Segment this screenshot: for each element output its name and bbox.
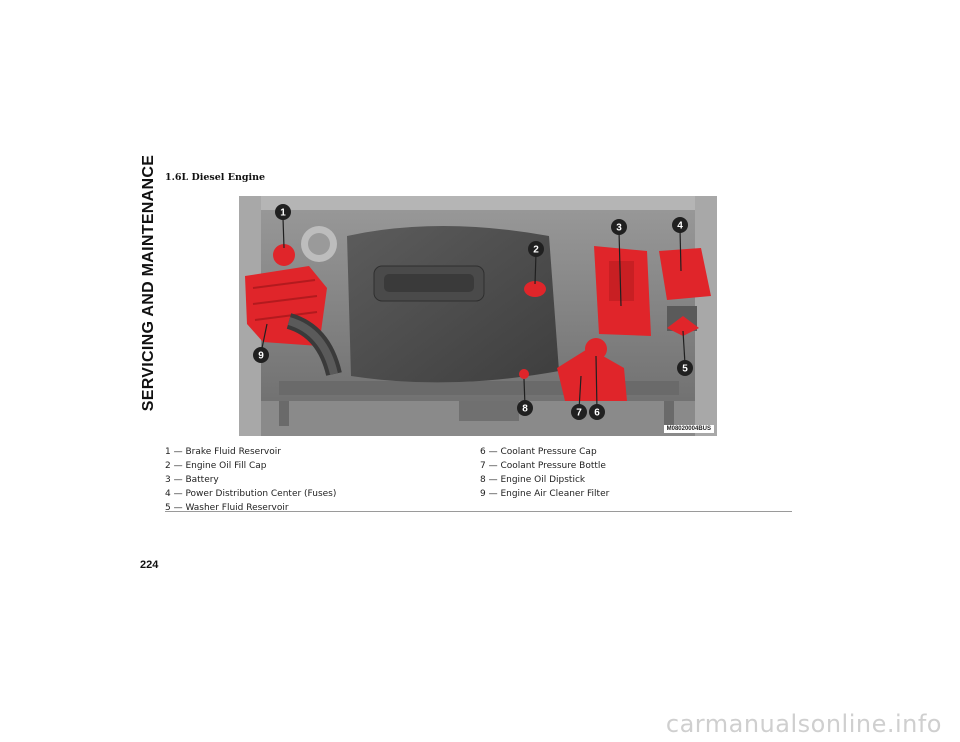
legend-item: 5 — Washer Fluid Reservoir bbox=[165, 503, 289, 513]
coolant-cap-highlight bbox=[585, 338, 607, 360]
callout-7: 7 bbox=[571, 404, 587, 420]
coolant-bottle-highlight bbox=[557, 348, 627, 401]
svg-text:5: 5 bbox=[682, 364, 688, 375]
legend-item: 3 — Battery bbox=[165, 475, 219, 485]
fuse-box-highlight bbox=[659, 248, 711, 300]
legend-column-left: 1 — Brake Fluid Reservoir 2 — Engine Oil… bbox=[165, 445, 480, 515]
callout-9: 9 bbox=[253, 347, 269, 363]
callout-2: 2 bbox=[528, 241, 544, 257]
callout-4: 4 bbox=[672, 217, 688, 233]
svg-text:6: 6 bbox=[594, 408, 600, 419]
engine-compartment-figure: 1 2 3 4 5 6 7 8 bbox=[239, 196, 717, 436]
figure-legend: 1 — Brake Fluid Reservoir 2 — Engine Oil… bbox=[165, 445, 792, 515]
section-title-text: SERVICING AND MAINTENANCE bbox=[140, 154, 157, 412]
svg-text:8: 8 bbox=[522, 404, 528, 415]
svg-text:1: 1 bbox=[280, 208, 286, 219]
callout-5: 5 bbox=[677, 360, 693, 376]
legend-item: 7 — Coolant Pressure Bottle bbox=[480, 461, 606, 471]
legend-column-right: 6 — Coolant Pressure Cap 7 — Coolant Pre… bbox=[480, 445, 792, 515]
legend-item: 4 — Power Distribution Center (Fuses) bbox=[165, 489, 337, 499]
legend-item: 8 — Engine Oil Dipstick bbox=[480, 475, 586, 485]
page-number: 224 bbox=[140, 559, 159, 571]
svg-text:2: 2 bbox=[533, 245, 539, 256]
engine-cover bbox=[347, 226, 559, 383]
callout-6: 6 bbox=[589, 404, 605, 420]
figure-heading: 1.6L Diesel Engine bbox=[165, 172, 266, 183]
figure-code: M08020004BUS bbox=[663, 425, 714, 433]
watermark: carmanualsonline.info bbox=[665, 710, 942, 738]
oil-fill-cap-highlight bbox=[524, 281, 546, 297]
legend-item: 6 — Coolant Pressure Cap bbox=[480, 447, 597, 457]
svg-text:7: 7 bbox=[576, 408, 582, 419]
brake-fluid-reservoir-highlight bbox=[273, 244, 295, 266]
svg-text:4: 4 bbox=[677, 221, 683, 232]
callout-1: 1 bbox=[275, 204, 291, 220]
section-title: SERVICING AND MAINTENANCE bbox=[137, 155, 161, 411]
legend-item: 1 — Brake Fluid Reservoir bbox=[165, 447, 281, 457]
washer-reservoir-highlight bbox=[667, 316, 699, 336]
svg-text:9: 9 bbox=[258, 351, 264, 362]
legend-item: 2 — Engine Oil Fill Cap bbox=[165, 461, 267, 471]
oil-dipstick-highlight bbox=[519, 369, 529, 379]
svg-text:3: 3 bbox=[616, 223, 622, 234]
callout-8: 8 bbox=[517, 400, 533, 416]
callout-3: 3 bbox=[611, 219, 627, 235]
engine-illustration: 1 2 3 4 5 6 7 8 bbox=[239, 196, 717, 436]
legend-item: 9 — Engine Air Cleaner Filter bbox=[480, 489, 610, 499]
